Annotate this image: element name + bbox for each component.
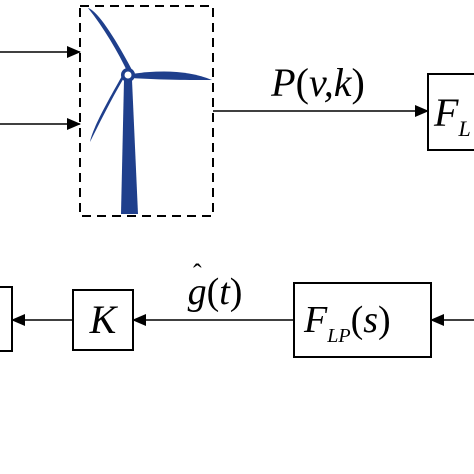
filter-block-right-label: FL: [433, 90, 471, 141]
lowpass-filter-label: FLP(s): [303, 299, 391, 347]
estimate-hat: ˆ: [193, 259, 202, 288]
estimate-signal-label: g(t): [188, 271, 243, 313]
gain-block-label: K: [89, 297, 119, 342]
wind-turbine-icon: [88, 8, 212, 214]
filter-block-right: [427, 73, 474, 151]
left-partial-block: [0, 286, 13, 352]
turbine-box: [79, 5, 214, 217]
power-signal-label: P(v,k): [270, 60, 365, 105]
